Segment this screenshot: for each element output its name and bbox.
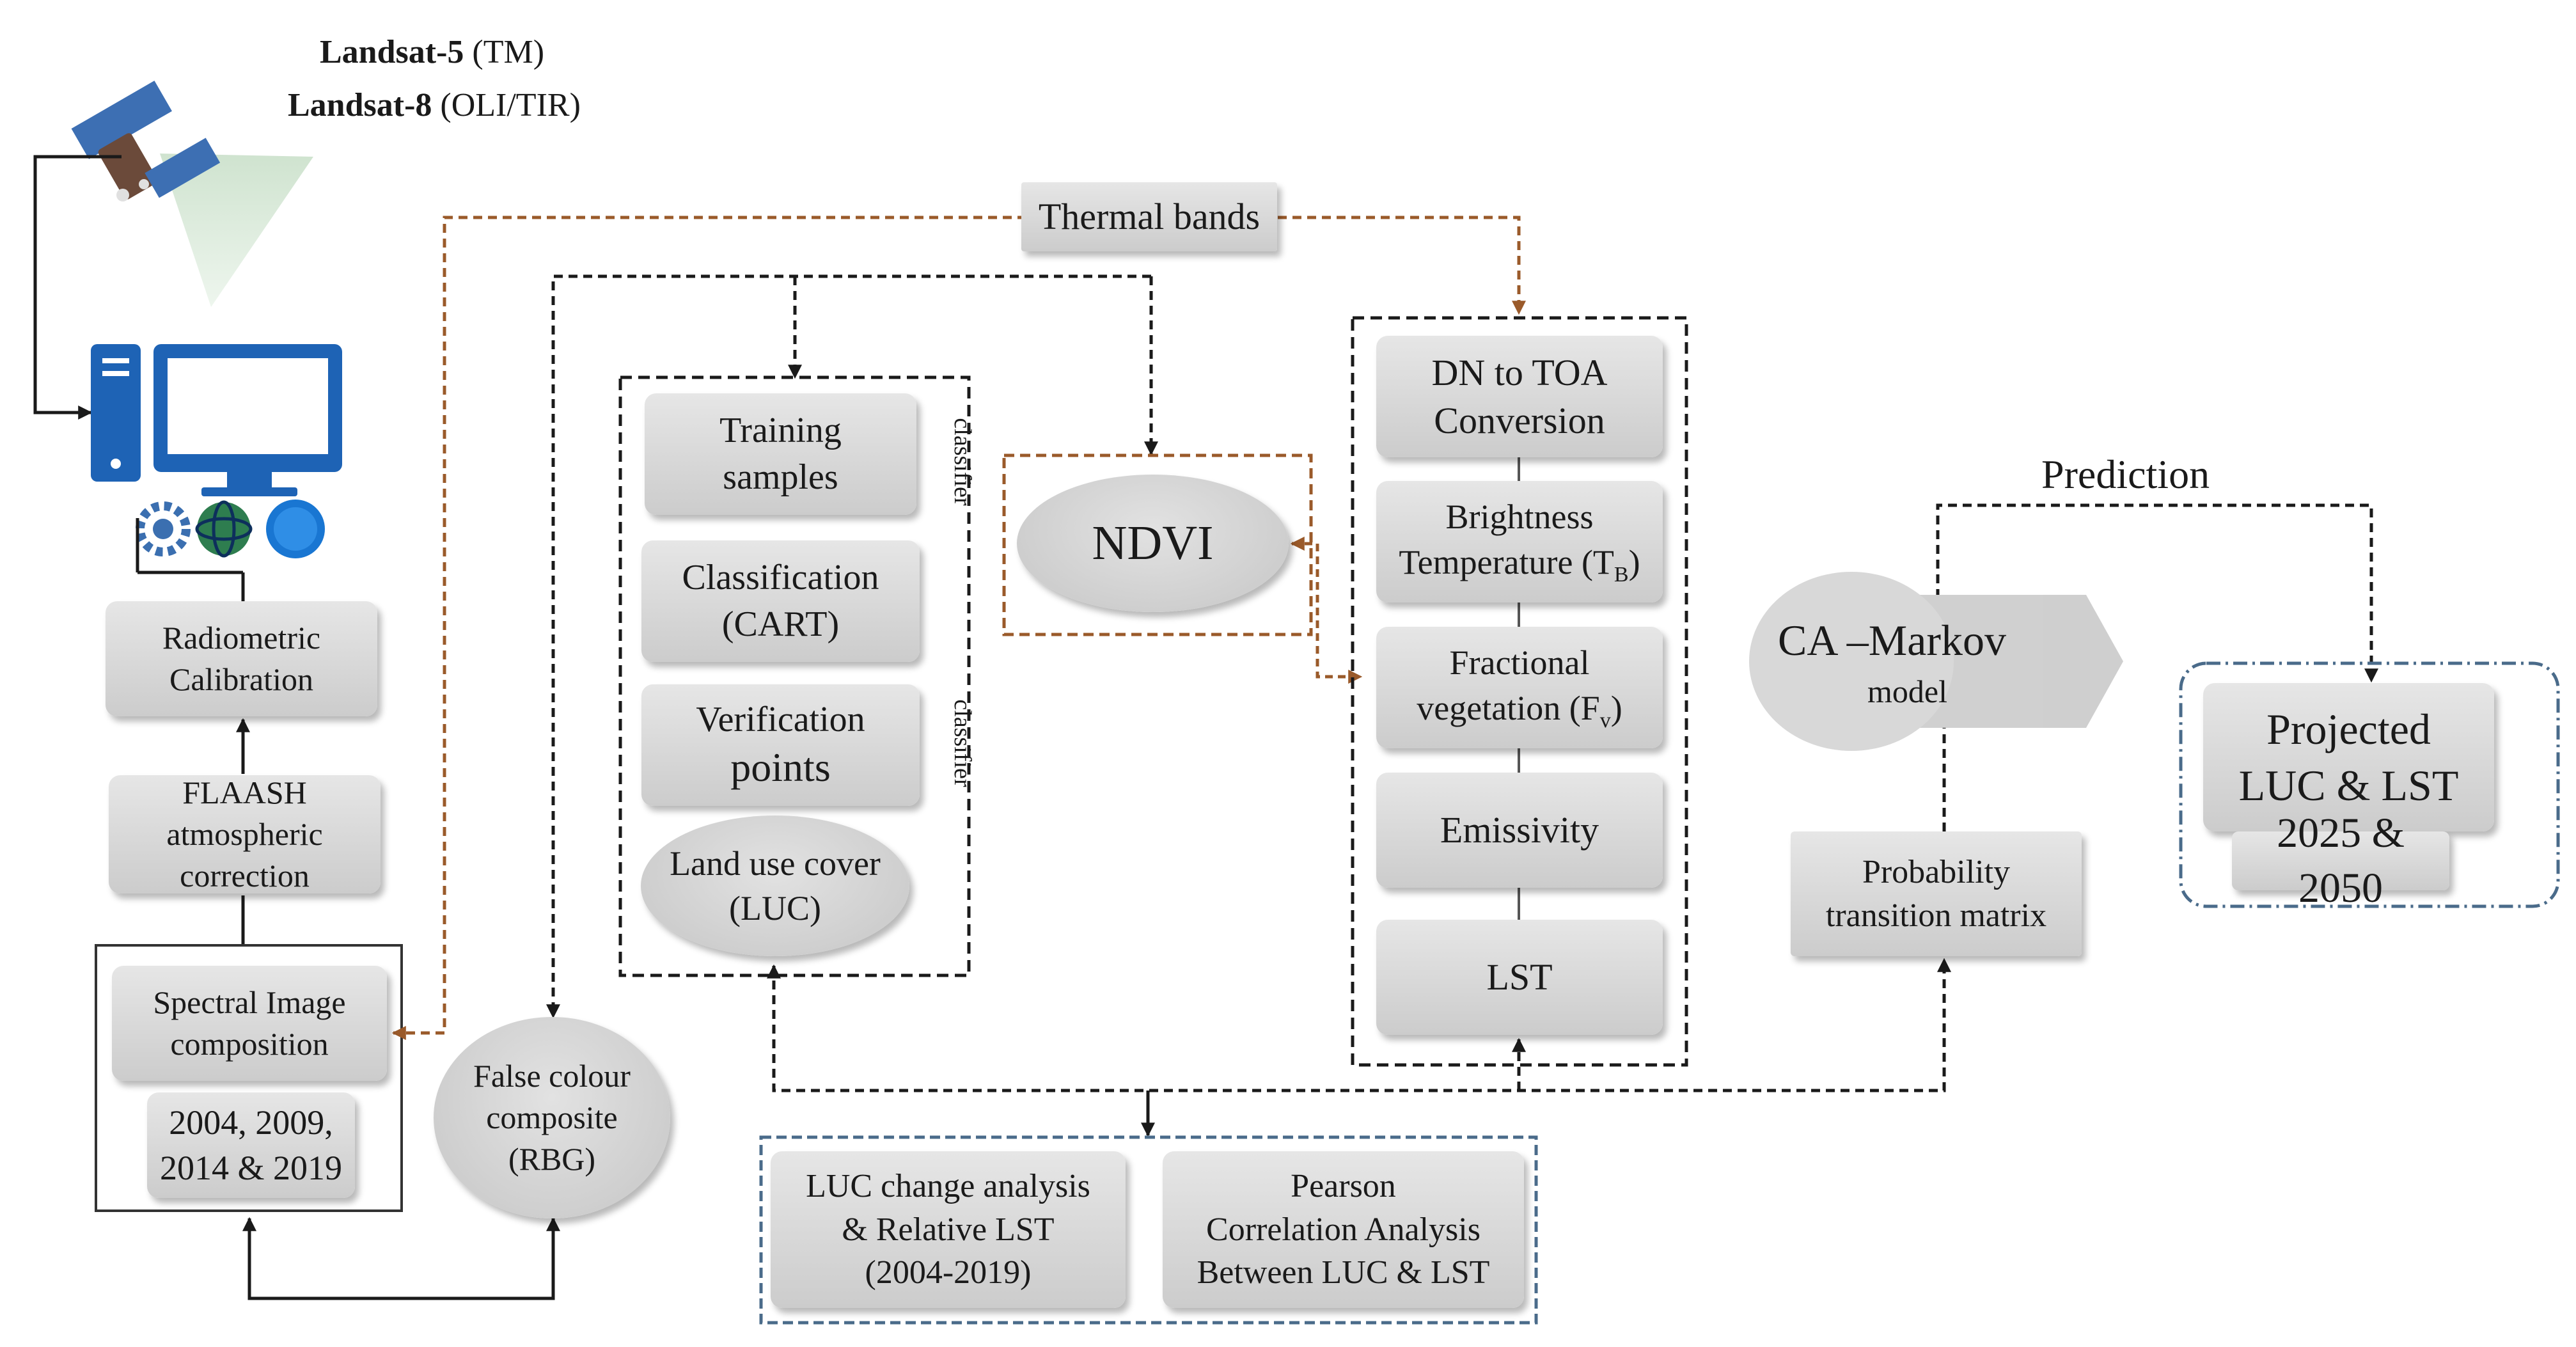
- classifier-label-top: classifier: [949, 418, 976, 506]
- lst-chain-group: [1351, 316, 1688, 1067]
- satellite-icon: [71, 81, 221, 201]
- verification-points-box: Verification points: [641, 684, 920, 806]
- ndvi-group: [1002, 453, 1313, 636]
- emissivity-box: Emissivity: [1376, 773, 1663, 888]
- projected-group: [2179, 661, 2560, 908]
- ndvi-fractional-link: [1290, 537, 1363, 684]
- probability-transition-matrix-box: Probability transition matrix: [1791, 831, 2082, 956]
- flaash-correction-box: FLAASH atmospheric correction: [109, 775, 381, 894]
- thermal-to-lst-chain-connector: [1278, 216, 1526, 315]
- ca-markov-shape: [1749, 572, 2123, 751]
- gear-icon: [136, 501, 191, 556]
- lst-box: LST: [1376, 920, 1663, 1035]
- prediction-connector: [1936, 503, 2378, 683]
- thermal-to-spectral-connector: [391, 216, 1026, 1040]
- spectral-image-group: [95, 944, 403, 1212]
- thermal-bands-box: Thermal bands: [1021, 182, 1277, 251]
- fractional-vegetation-box: Fractional vegetation (Fv): [1376, 627, 1663, 748]
- brightness-label: Brightness Temperature (TB): [1399, 498, 1640, 587]
- dn-to-toa-box: DN to TOA Conversion: [1376, 336, 1663, 457]
- projected-luc-lst-box: Projected LUC & LST: [2203, 683, 2494, 831]
- radiometric-calibration-box: Radiometric Calibration: [106, 601, 377, 716]
- ndvi-ellipse: NDVI: [1017, 475, 1289, 612]
- false-colour-branch-connector: [546, 274, 1151, 1019]
- false-colour-composite-ellipse: False colour composite (RBG): [434, 1017, 670, 1218]
- fractional-label: Fractional vegetation (Fv): [1417, 643, 1622, 732]
- landsat5-label: Landsat-5 (TM): [320, 34, 545, 70]
- ca-markov-subtitle: model: [1867, 674, 1947, 709]
- land-use-cover-ellipse: Land use cover (LUC): [641, 815, 909, 956]
- luc-change-analysis-box: LUC change analysis & Relative LST (2004…: [771, 1151, 1126, 1308]
- brightness-temperature-box: Brightness Temperature (TB): [1376, 481, 1663, 603]
- r-language-icon: [266, 500, 325, 558]
- satellite-beam: [160, 154, 313, 307]
- prediction-label: Prediction: [2041, 452, 2210, 497]
- spectral-false-colour-link: [242, 1217, 560, 1300]
- globe-icon: [195, 500, 253, 558]
- landsat8-label: Landsat-8 (OLI/TIR): [288, 87, 581, 123]
- computer-icon: [91, 344, 342, 496]
- ca-markov-title: CA –Markov: [1778, 616, 2006, 665]
- verification-label: Verification: [696, 700, 865, 739]
- training-samples-box: Training samples: [645, 393, 916, 515]
- satellite-to-computer-line: [33, 155, 122, 420]
- classifier-label-bottom: classifier: [949, 699, 976, 787]
- spectral-image-composition-box: Spectral Image composition: [112, 966, 387, 1081]
- analysis-group: [759, 1135, 1538, 1325]
- classification-cart-box: Classification (CART): [641, 540, 920, 662]
- projected-years-box: 2025 & 2050: [2232, 810, 2449, 911]
- years-box: 2004, 2009, 2014 & 2019: [147, 1092, 355, 1198]
- points-label: points: [730, 744, 831, 790]
- pearson-correlation-box: Pearson Correlation Analysis Between LUC…: [1163, 1151, 1524, 1308]
- luc-analysis-merge-connector: [767, 957, 1951, 1092]
